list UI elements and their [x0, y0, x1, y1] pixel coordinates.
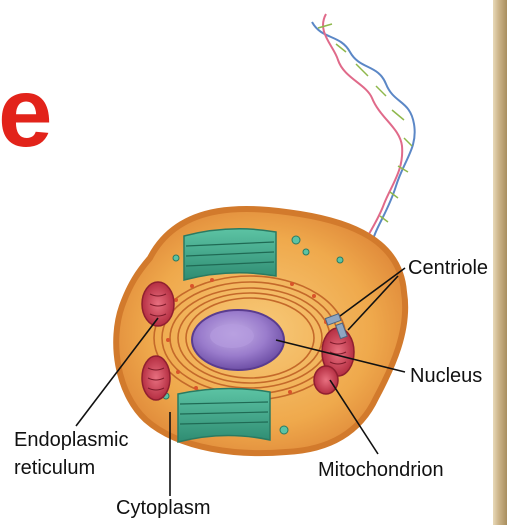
nucleus	[192, 310, 284, 370]
golgi-top	[184, 229, 276, 280]
label-mitochondrion: Mitochondrion	[318, 458, 444, 482]
label-endoplasmic-reticulum-line1: Endoplasmic	[14, 428, 129, 452]
label-centriole: Centriole	[408, 256, 488, 280]
label-nucleus: Nucleus	[410, 364, 482, 388]
label-endoplasmic-reticulum-line2: reticulum	[14, 456, 95, 480]
label-cytoplasm: Cytoplasm	[116, 496, 210, 520]
golgi-bottom	[178, 388, 270, 442]
